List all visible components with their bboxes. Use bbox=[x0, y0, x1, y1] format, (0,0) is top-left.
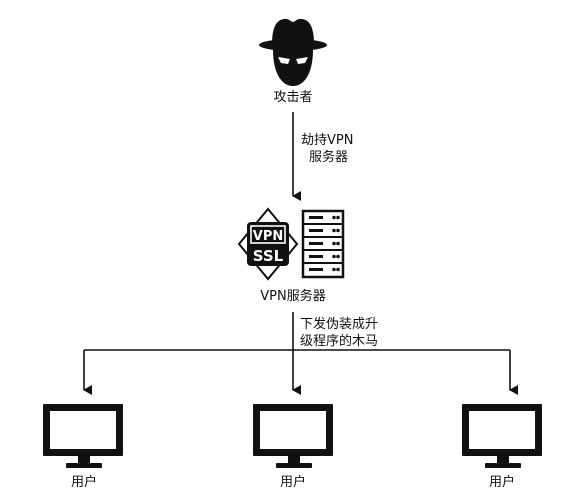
user-label: 用户 bbox=[488, 475, 516, 490]
server-rack-icon bbox=[301, 209, 345, 279]
monitor-icon bbox=[43, 404, 123, 468]
vpn-ssl-server-icon: VPN SSL bbox=[237, 207, 345, 281]
hacker-icon bbox=[259, 18, 327, 86]
monitor-icon bbox=[462, 404, 542, 468]
distribution-connector bbox=[83, 312, 518, 395]
vpn-server-label: VPN服务器 bbox=[260, 289, 326, 304]
distribute-edge-label-line2: 级程序的木马 bbox=[300, 334, 379, 349]
user-label: 用户 bbox=[70, 475, 98, 490]
distribute-edge-label-line1: 下发伪装成升 bbox=[300, 317, 379, 332]
user-label: 用户 bbox=[279, 475, 307, 490]
hijack-edge-label-line1: 劫持VPN bbox=[301, 133, 354, 148]
attacker-label: 攻击者 bbox=[273, 90, 313, 105]
monitor-icon bbox=[253, 404, 333, 468]
badge-ssl-text: SSL bbox=[253, 247, 284, 265]
hijack-edge-label-line2: 服务器 bbox=[309, 150, 349, 165]
badge-vpn-text: VPN bbox=[253, 229, 283, 244]
